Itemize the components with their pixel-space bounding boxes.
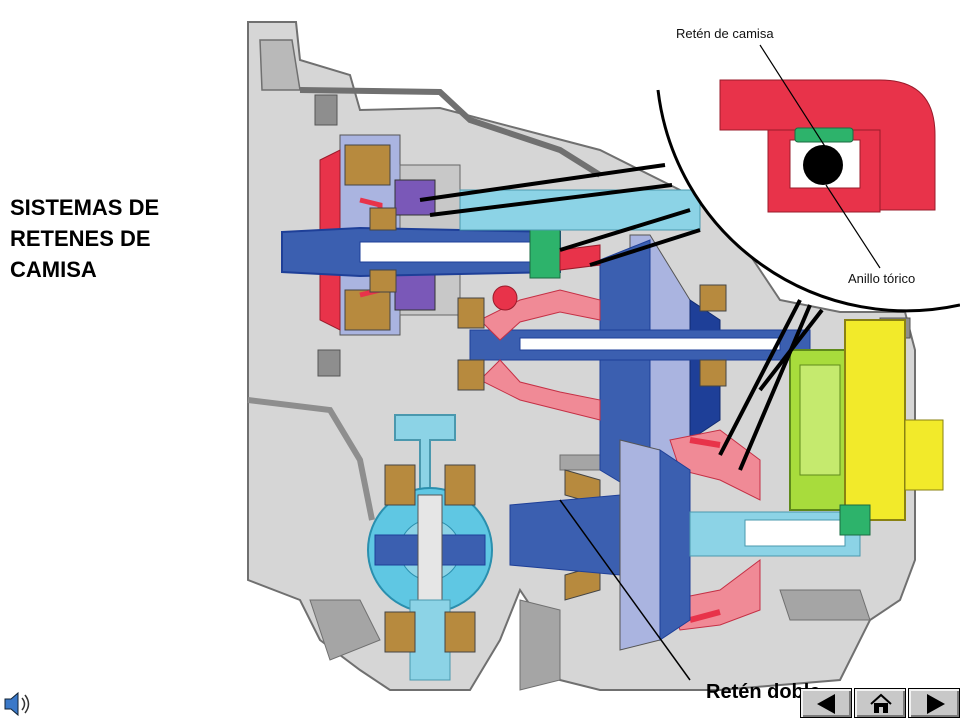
arrow-right-icon [927,694,945,714]
next-button[interactable] [908,688,960,718]
bearings [457,284,727,601]
control-unit [789,319,944,536]
callout-label-seal: Retén de camisa [676,26,774,41]
title-line-1: SISTEMAS DE [10,195,160,220]
previous-button[interactable] [800,688,852,718]
magnifier-detail [656,0,960,313]
callout-lines [419,163,824,471]
bottom-caption: Retén doble [706,681,821,703]
differential [367,414,493,681]
bottom-leader-line [559,499,691,681]
title-line-3: CAMISA [10,257,97,282]
slide-title: SISTEMAS DE RETENES DE CAMISA [10,192,230,285]
label-leader-top [759,44,827,149]
speaker-icon[interactable] [2,687,36,721]
callout-label-o-ring: Anillo tórico [848,271,915,286]
label-leader-right [825,184,881,269]
home-icon [870,693,892,713]
secondary-pulley [509,439,861,651]
primary-pulley [469,234,811,501]
arrow-left-icon [817,694,835,714]
home-button[interactable] [854,688,906,718]
title-line-2: RETENES DE [10,226,151,251]
input-shaft [281,207,561,293]
